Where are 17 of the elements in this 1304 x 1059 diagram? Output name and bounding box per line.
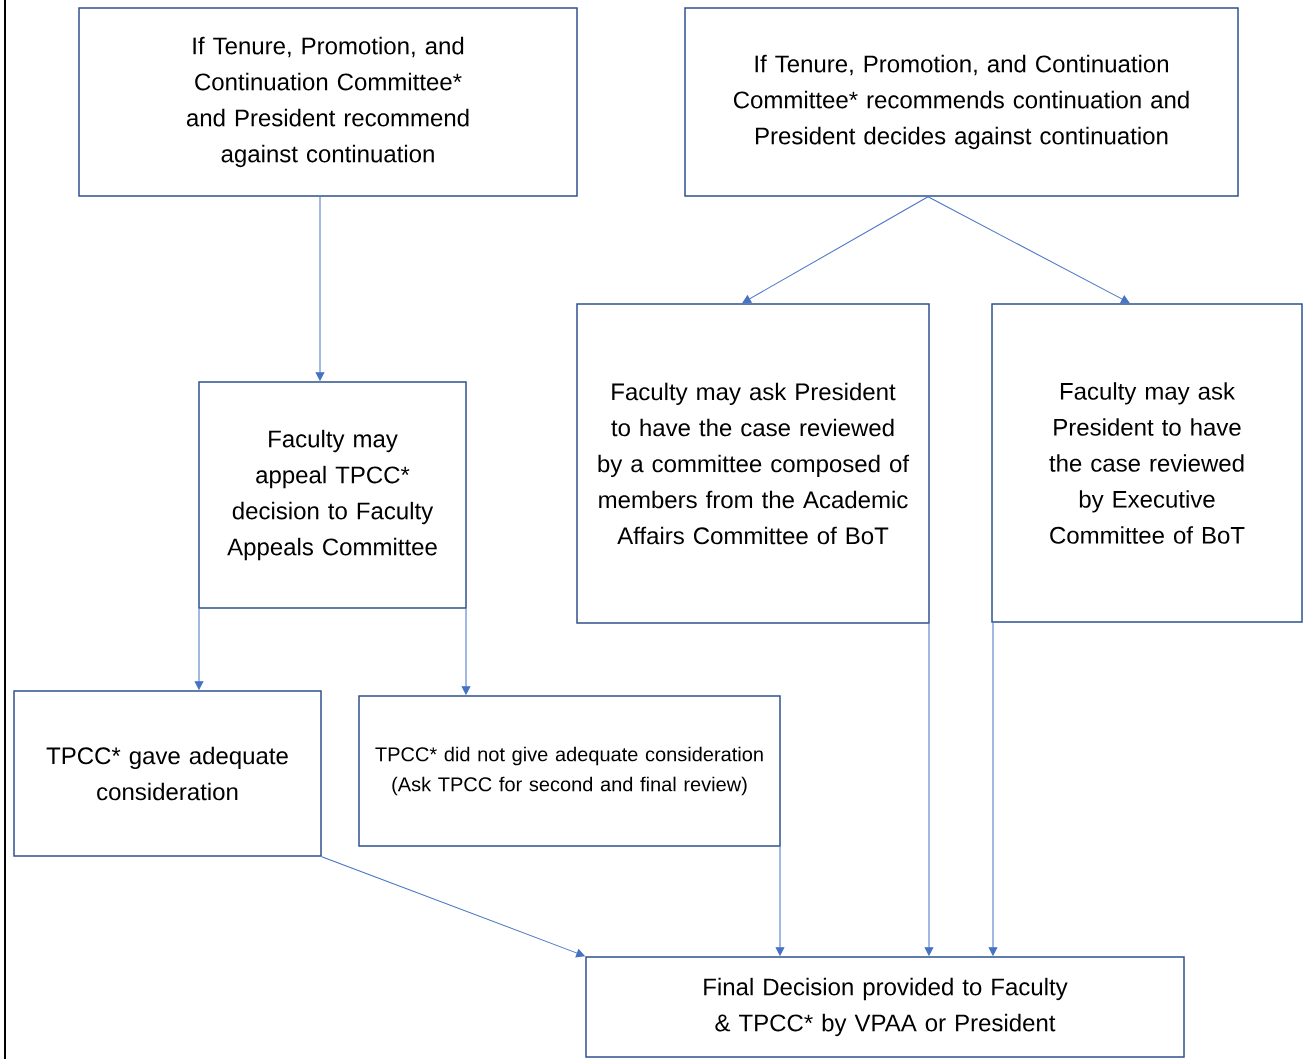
arrow (988, 622, 998, 956)
arrow (194, 608, 204, 690)
arrow (924, 623, 934, 956)
arrow (927, 196, 1130, 304)
process-box: If Tenure, Promotion, and Continuation Committee* and President recommend against continuation (78, 7, 578, 197)
process-box: Faculty may appeal TPCC* decision to Faculty Appeals Committee (198, 381, 467, 609)
arrow (742, 196, 929, 304)
process-box: TPCC* did not give adequate consideration (Ask TPCC for second and final review) (358, 695, 781, 847)
process-box: TPCC* gave adequate consideration (13, 690, 322, 857)
arrow (315, 196, 325, 381)
arrow (321, 856, 585, 958)
process-box: Final Decision provided to Faculty & TPCC* by VPAA or President (585, 956, 1185, 1058)
process-box: Faculty may ask President to have the case reviewed by a committee composed of members from the Academic Affairs Committee of BoT (576, 303, 930, 624)
arrow (461, 608, 471, 695)
arrow (775, 846, 785, 956)
process-box: If Tenure, Promotion, and Continuation Committee* recommends continuation and President decides against continuation (684, 7, 1239, 197)
process-box: Faculty may ask President to have the case reviewed by Executive Committee of BoT (991, 303, 1303, 623)
